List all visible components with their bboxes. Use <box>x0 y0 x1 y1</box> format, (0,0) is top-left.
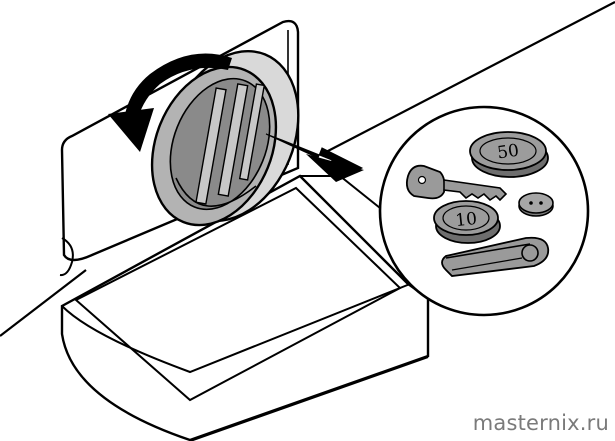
safety-pin-icon <box>441 236 550 277</box>
foreign-objects-inset: 50 10 <box>378 105 590 317</box>
button-icon <box>518 192 554 217</box>
drain-filter <box>150 49 300 227</box>
watermark-text: masternix.ru <box>472 411 609 435</box>
coin-50-label: 50 <box>496 141 520 164</box>
pull-out-arrow <box>265 133 364 182</box>
coin-10: 10 <box>433 200 501 244</box>
coin-10-label: 10 <box>454 209 478 231</box>
filter-grip-ribs <box>195 83 266 205</box>
coin-50: 50 <box>469 131 549 178</box>
rotate-counterclockwise-arrow <box>108 53 232 152</box>
drain-flap-tray <box>60 174 430 441</box>
key-icon <box>405 164 508 202</box>
